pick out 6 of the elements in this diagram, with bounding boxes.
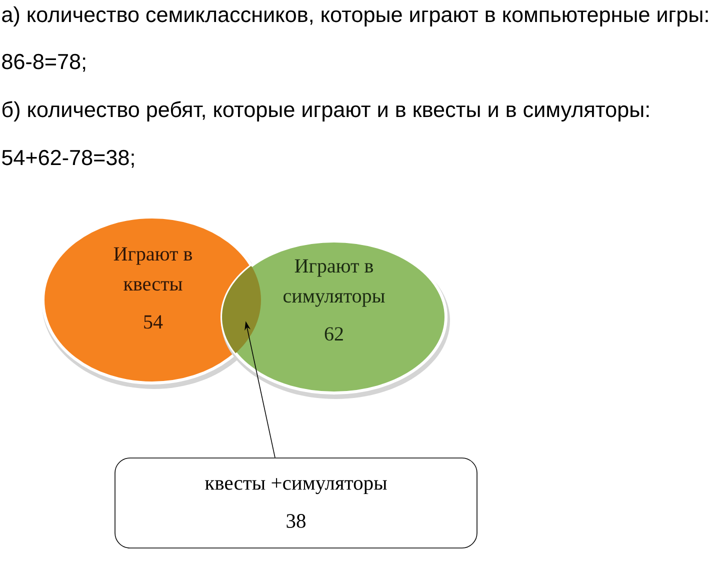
callout-box: квесты +симуляторы 38 xyxy=(114,458,478,548)
answer-heading: б) количество ребят, которые играют и в квесты и в симуляторы: xyxy=(2,101,649,122)
equation: 54+62-78=38; xyxy=(2,150,134,168)
answer-heading: а) количество семиклассников, которые играют в компьютерные игры: xyxy=(2,6,708,26)
equation: 86-8=78; xyxy=(2,54,86,72)
overlap-region xyxy=(222,266,261,354)
